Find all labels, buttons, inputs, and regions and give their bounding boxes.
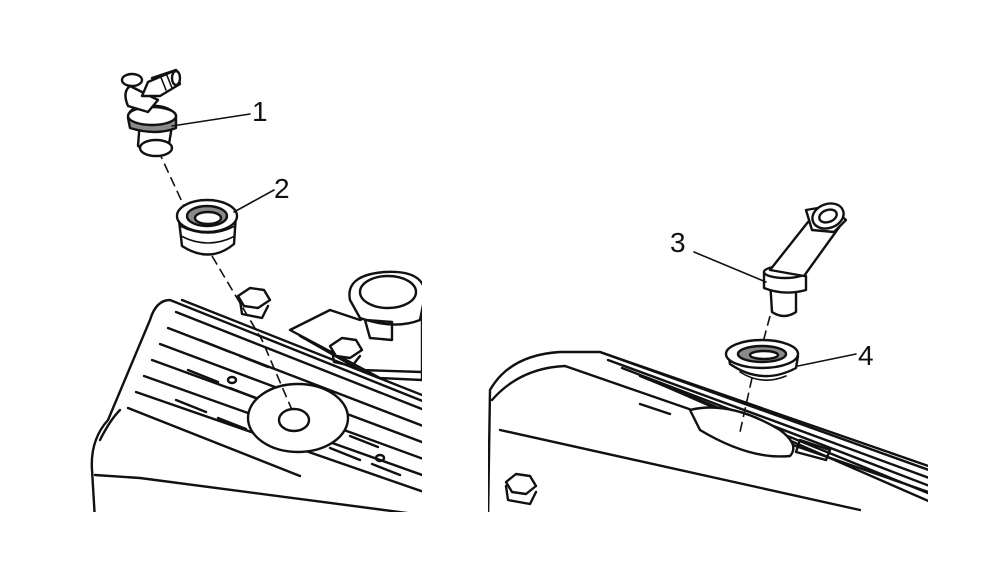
callout-leader-1 [171, 113, 251, 127]
right-valve-cover [488, 350, 928, 512]
left-cover-port-washer [246, 382, 350, 454]
callout-leader-3 [693, 251, 767, 283]
angled-breather-tube-icon [762, 202, 848, 318]
gasket-washer-icon [724, 338, 800, 381]
callout-3: 3 [670, 227, 686, 258]
grommet-icon [175, 198, 239, 256]
callout-1: 1 [252, 96, 268, 127]
callout-4: 4 [858, 340, 874, 371]
elbow-breather-fitting-icon [120, 68, 182, 158]
callout-2: 2 [274, 173, 290, 204]
right-alignment-line [761, 315, 771, 347]
callout-leader-4 [797, 353, 857, 367]
callout-leader-2 [233, 189, 275, 213]
